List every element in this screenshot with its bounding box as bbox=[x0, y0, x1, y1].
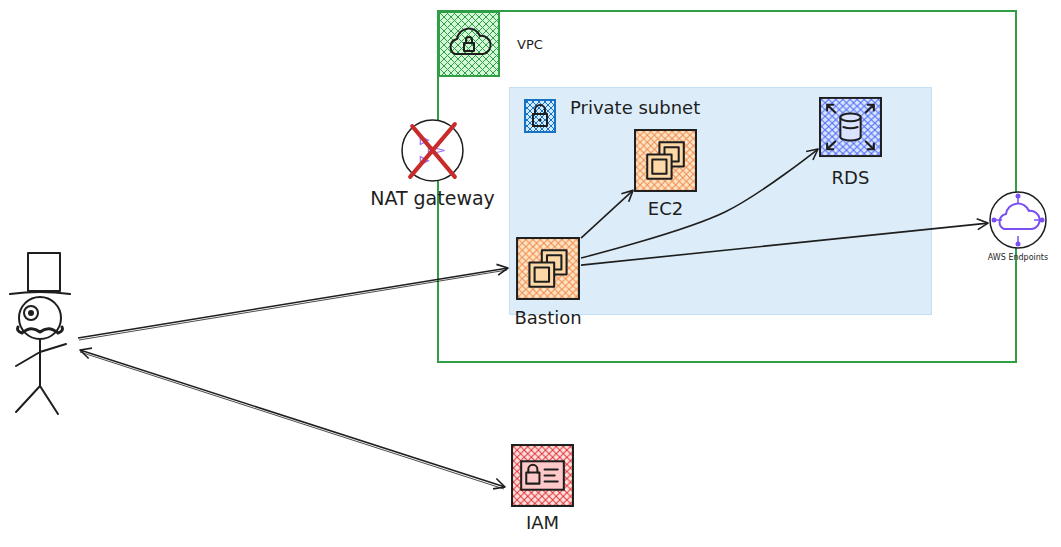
endpoint-icon bbox=[988, 190, 1048, 250]
node-label: Bastion bbox=[514, 308, 581, 329]
vpc-icon bbox=[437, 10, 501, 78]
user-iam-arrow bbox=[80, 350, 505, 487]
node-label: EC2 bbox=[648, 199, 683, 220]
ec2-icon bbox=[515, 236, 581, 301]
node-label: RDS bbox=[832, 168, 870, 189]
subnet-node: EC2RDSBastionPrivate subnet bbox=[509, 87, 932, 315]
sketch-stroke bbox=[80, 352, 504, 489]
user-to-bastion-arrow bbox=[78, 268, 508, 338]
connector-arrow bbox=[581, 190, 633, 238]
ec2-node: EC2 bbox=[633, 128, 698, 193]
connector-arrow bbox=[581, 223, 988, 265]
iam-node: IAM bbox=[510, 443, 575, 508]
user-arrows bbox=[78, 268, 508, 489]
rds-icon bbox=[818, 96, 883, 158]
node-label: NAT gateway bbox=[370, 188, 495, 210]
vpc-node: EC2RDSBastionPrivate subnetVPC bbox=[437, 10, 1017, 363]
endpoint-node: AWS Endpoints bbox=[988, 190, 1048, 250]
sketch-stroke bbox=[79, 270, 507, 340]
node-label: IAM bbox=[526, 513, 559, 534]
ec2-icon bbox=[633, 128, 698, 193]
iam-icon bbox=[510, 443, 575, 508]
connector-arrow bbox=[581, 149, 818, 258]
group-title: Private subnet bbox=[570, 98, 700, 119]
rds-node: RDS bbox=[818, 96, 883, 158]
nat-icon bbox=[400, 118, 465, 183]
node-label: AWS Endpoints bbox=[988, 253, 1048, 262]
subnet-icon bbox=[524, 99, 556, 133]
nat-node: NAT gateway bbox=[400, 118, 465, 183]
user-figure bbox=[10, 253, 70, 414]
group-title: VPC bbox=[517, 38, 543, 53]
ec2-node: Bastion bbox=[515, 236, 581, 301]
